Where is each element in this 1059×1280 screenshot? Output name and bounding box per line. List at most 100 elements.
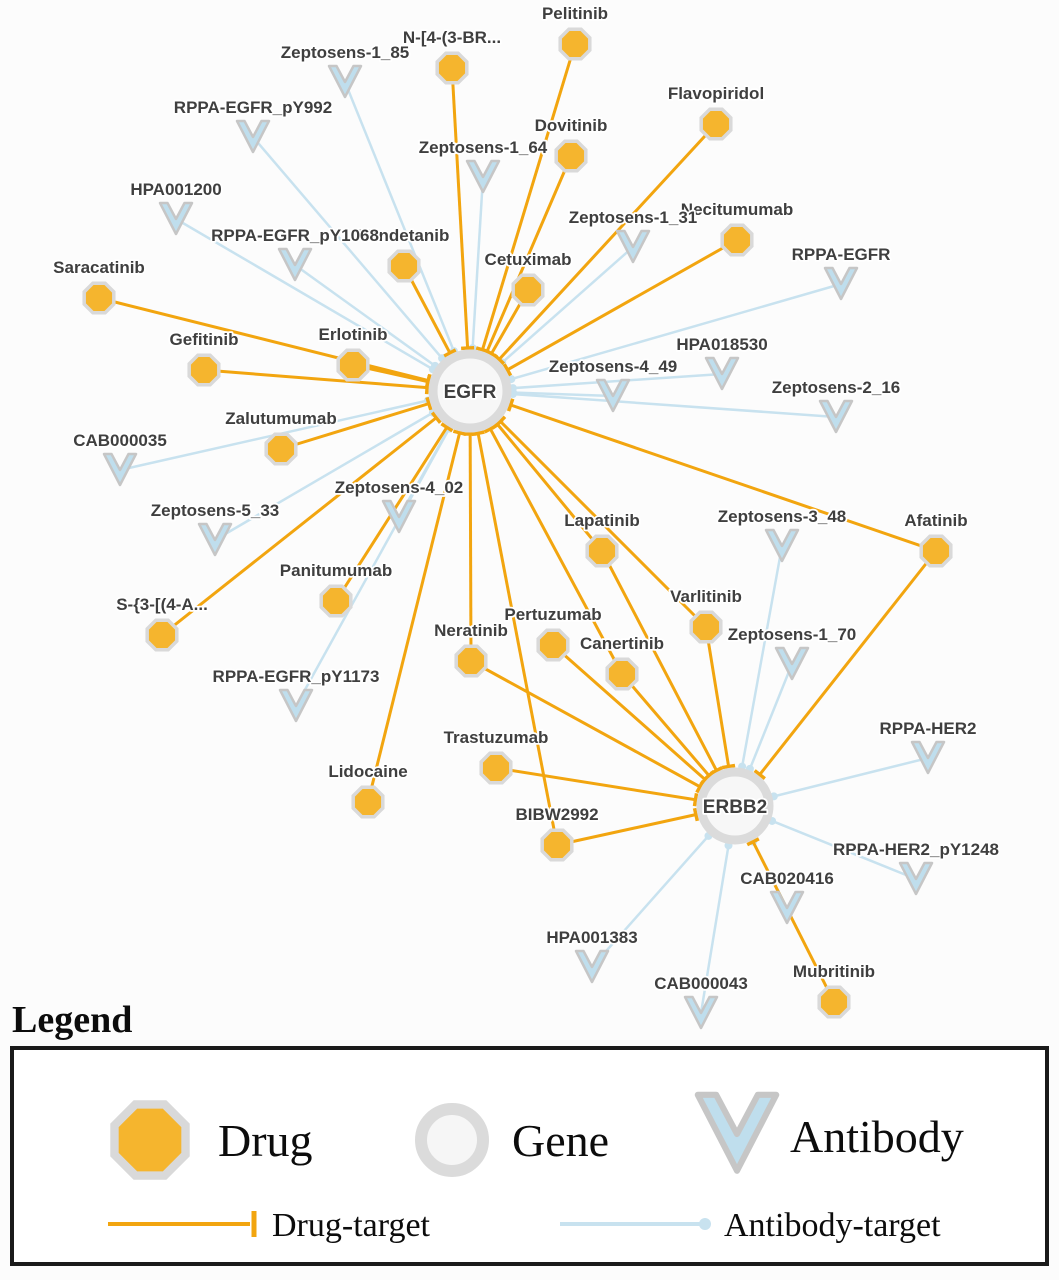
legend-drug-target-label: Drug-target (272, 1207, 431, 1244)
node-label: Trastuzumab (444, 728, 549, 747)
drug-legend-icon (110, 1100, 190, 1180)
node-label: Zeptosens-1_85 (281, 43, 410, 62)
drug-target-tee-icon (746, 837, 760, 847)
node-cab020416: CAB020416 (738, 867, 836, 925)
node-zeptosens_3_48: Zeptosens-3_48 (716, 505, 848, 563)
drug-octagon-icon (479, 751, 513, 785)
node-zeptosens_5_33: Zeptosens-5_33 (149, 499, 281, 557)
node-label: Zeptosens-5_33 (151, 501, 280, 520)
drug-target-tee-icon (424, 374, 432, 389)
node-label: RPPA-EGFR (792, 245, 891, 264)
node-cab000035: CAB000035 (71, 429, 169, 487)
edge-lapatinib-erbb2 (600, 550, 737, 807)
node-label: Lidocaine (328, 762, 407, 781)
antibody-chevron-icon (683, 995, 719, 1030)
node-label: BIBW2992 (515, 805, 598, 824)
edge-zeptosens_1_85-egfr (343, 81, 472, 392)
node-label: Zeptosens-4_49 (549, 357, 678, 376)
node-label: RPPA-EGFR_pY1068 (211, 226, 379, 245)
edge-s3_4a-egfr (161, 389, 471, 637)
drug-octagon-icon (699, 107, 733, 141)
gene-legend-icon (415, 1103, 489, 1177)
node-rppa_her2_py1248: RPPA-HER2_pY1248 (831, 838, 1001, 896)
drug-octagon-icon (435, 51, 469, 85)
drug-target-tee-icon (425, 396, 433, 411)
antibody-chevron-icon (102, 452, 138, 487)
node-label: Varlitinib (670, 587, 742, 606)
edge-zeptosens_5_33-egfr (214, 389, 471, 542)
node-flavopiridol: Flavopiridol (666, 82, 766, 141)
antibody-chevron-icon (574, 949, 610, 984)
edge-saracatinib-egfr (98, 296, 471, 393)
node-label: Zalutumumab (225, 409, 336, 428)
node-vandetanib: Vandetanib (357, 224, 451, 283)
edge-necitumumab-egfr (469, 238, 738, 393)
drug-octagon-icon (187, 353, 221, 387)
drug-target-tee-icon (502, 363, 513, 377)
edge-neratinib-erbb2 (470, 659, 736, 808)
drug-target-tee-icon (430, 411, 442, 424)
antibody-chevron-icon (277, 247, 313, 282)
antibody-chevron-icon (694, 1091, 780, 1174)
node-gefitinib: Gefitinib (168, 328, 240, 387)
drug-octagon-icon (387, 249, 421, 283)
node-rppa_her2: RPPA-HER2 (878, 717, 978, 775)
edge-rppa_egfr_py992-egfr (252, 136, 471, 392)
antibody-target-dot-icon (699, 1218, 711, 1230)
node-label: Canertinib (580, 634, 664, 653)
drug-target-tee-icon (506, 398, 515, 412)
gene-circle-icon (696, 767, 774, 845)
edge-afatinib-egfr (469, 389, 937, 553)
antibody-chevron-icon (158, 201, 194, 236)
node-label: EGFR (444, 382, 497, 403)
drug-target-tee-icon (699, 773, 711, 786)
antibody-chevron-icon (769, 890, 805, 925)
node-erlotinib: Erlotinib (317, 323, 389, 382)
node-lapatinib: Lapatinib (562, 509, 642, 568)
node-erbb2: ERBB2 (696, 767, 774, 845)
node-rppa_egfr_py992: RPPA-EGFR_pY992 (172, 96, 334, 154)
drug-octagon-icon (454, 644, 488, 678)
drug-target-tee-icon (753, 769, 766, 780)
node-canertinib: Canertinib (578, 632, 666, 691)
drug-octagon-icon (540, 828, 574, 862)
node-label: Pertuzumab (504, 605, 601, 624)
legend: Legend Drug Gene Antibody Drug-target (10, 999, 1049, 1266)
drug-target-tee-icon (692, 793, 699, 807)
edge-pelitinib-egfr (468, 43, 577, 392)
node-label: Dovitinib (535, 116, 608, 135)
gene-circle-icon (428, 349, 512, 433)
legend-gene-label: Gene (512, 1115, 609, 1166)
node-lidocaine: Lidocaine (327, 760, 409, 819)
node-zeptosens_4_49: Zeptosens-4_49 (547, 355, 679, 413)
drug-target-tee-icon (721, 763, 736, 770)
node-label: Gefitinib (170, 330, 239, 349)
node-label: Erlotinib (319, 325, 388, 344)
antibody-chevron-icon (898, 861, 934, 896)
drug-octagon-icon (605, 657, 639, 691)
node-zeptosens_1_85: Zeptosens-1_85 (279, 41, 411, 99)
node-label: CAB000035 (73, 431, 167, 450)
drug-octagon-icon (82, 281, 116, 315)
drug-octagon-icon (919, 534, 953, 568)
nodes-layer: EGFRERBB2PelitinibN-[4-(3-BR...Dovitinib… (51, 2, 1001, 1030)
node-label: Zeptosens-1_31 (569, 208, 698, 227)
node-pelitinib: Pelitinib (540, 2, 610, 61)
node-label: RPPA-HER2 (880, 719, 977, 738)
edge-canertinib-egfr (468, 390, 624, 675)
legend-heading: Legend (12, 999, 132, 1041)
edge-afatinib-erbb2 (733, 550, 938, 807)
node-zeptosens_1_31: Zeptosens-1_31 (567, 206, 699, 264)
drug-octagon-icon (511, 273, 545, 307)
node-label: Vandetanib (359, 226, 450, 245)
node-label: Lapatinib (564, 511, 640, 530)
antibody-chevron-icon (327, 64, 363, 99)
drug-octagon-icon (558, 27, 592, 61)
drug-octagon-icon (689, 610, 723, 644)
node-label: HPA001383 (546, 928, 637, 947)
node-label: Neratinib (434, 621, 508, 640)
node-zeptosens_2_16: Zeptosens-2_16 (770, 376, 902, 434)
node-zalutumumab: Zalutumumab (224, 407, 338, 466)
edge-rppa_egfr_py1173-egfr (294, 390, 472, 707)
